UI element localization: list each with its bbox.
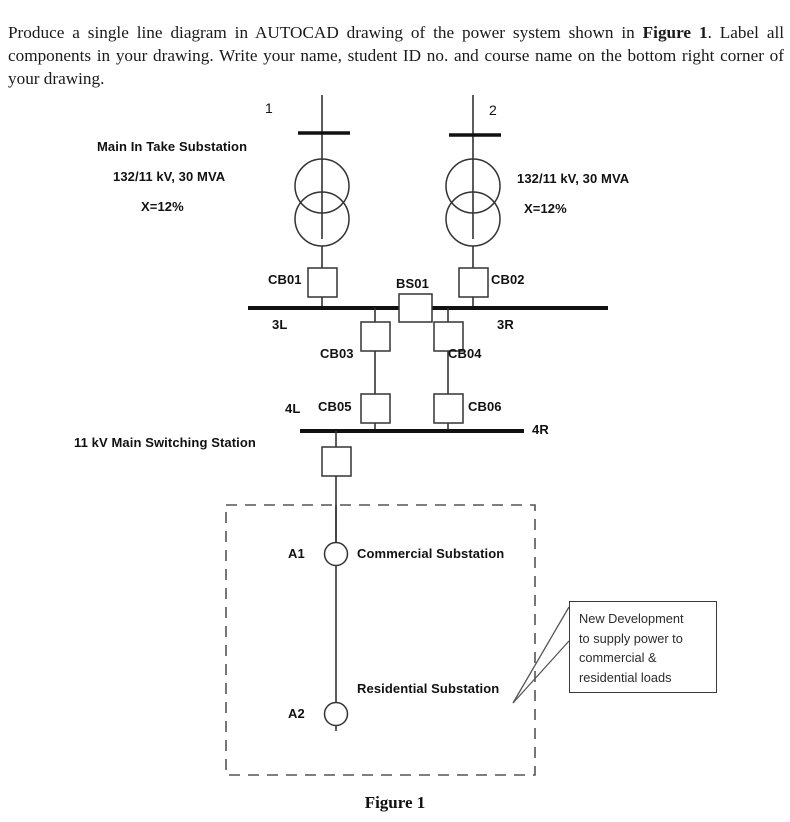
instruction-text-part2: . Label all components in your drawing. … xyxy=(8,23,784,89)
transformer-left-rating-label: 132/11 kV, 30 MVA xyxy=(113,169,226,184)
breaker-label-bs01: BS01 xyxy=(396,276,429,291)
transformer-left-reactance-label: X=12% xyxy=(141,199,184,214)
breaker-box-cb02 xyxy=(458,267,489,298)
single-line-diagram: 1 2 Main In Take Substation 132/11 kV, 3… xyxy=(0,80,790,822)
figure-caption: Figure 1 xyxy=(364,793,426,812)
load-name-a1: Commercial Substation xyxy=(357,546,505,561)
note-line-2: to supply power to xyxy=(579,630,683,646)
load-tag-a1: A1 xyxy=(288,546,305,561)
diagram-svg xyxy=(225,95,608,776)
busbar-4-right-tag: 4R xyxy=(532,422,549,437)
transformer-right-rating-label: 132/11 kV, 30 MVA xyxy=(517,171,630,186)
busbar-3-left-tag: 3L xyxy=(272,317,288,332)
main-intake-substation-label: Main In Take Substation xyxy=(97,139,248,154)
bus-number-2: 2 xyxy=(489,102,497,118)
busbar-4-left-tag: 4L xyxy=(285,401,301,416)
new-development-boundary xyxy=(225,504,536,776)
note-line-1: New Development xyxy=(579,611,684,626)
load-circle-a1 xyxy=(323,541,349,567)
breaker-label-cb01: CB01 xyxy=(268,272,302,287)
breaker-label-cb02: CB02 xyxy=(491,272,525,287)
breaker-box-cb01 xyxy=(307,267,338,298)
breaker-box-outgoing xyxy=(321,446,352,477)
load-tag-a2: A2 xyxy=(288,706,305,721)
load-circle-a2 xyxy=(323,701,349,727)
breaker-box-cb05 xyxy=(360,393,391,424)
breaker-label-cb06: CB06 xyxy=(468,399,502,414)
new-development-note-box: New Development to supply power to comme… xyxy=(569,601,717,693)
instruction-text-part1: Produce a single line diagram in AUTOCAD… xyxy=(8,23,643,43)
instruction-paragraph: Produce a single line diagram in AUTOCAD… xyxy=(8,21,784,90)
transformer-2-hv-winding xyxy=(445,158,501,214)
callout-leader-lower xyxy=(512,640,570,704)
load-name-a2: Residential Substation xyxy=(357,681,500,696)
note-line-4: residential loads xyxy=(579,669,672,685)
callout-leader-upper xyxy=(512,606,570,704)
note-line-3: commercial & xyxy=(579,650,657,665)
transformer-right-reactance-label: X=12% xyxy=(524,201,567,216)
busbar-3-right-tag: 3R xyxy=(497,317,514,332)
bus-number-1: 1 xyxy=(265,100,273,116)
breaker-label-cb04: CB04 xyxy=(448,346,482,361)
breaker-box-bs01 xyxy=(398,293,433,323)
transformer-1-hv-winding xyxy=(294,158,350,214)
switching-station-label: 11 kV Main Switching Station xyxy=(74,435,256,450)
breaker-box-cb06 xyxy=(433,393,464,424)
breaker-box-cb03 xyxy=(360,321,391,352)
breaker-label-cb03: CB03 xyxy=(320,346,354,361)
breaker-label-cb05: CB05 xyxy=(318,399,352,414)
instruction-figure-ref: Figure 1 xyxy=(642,23,708,43)
